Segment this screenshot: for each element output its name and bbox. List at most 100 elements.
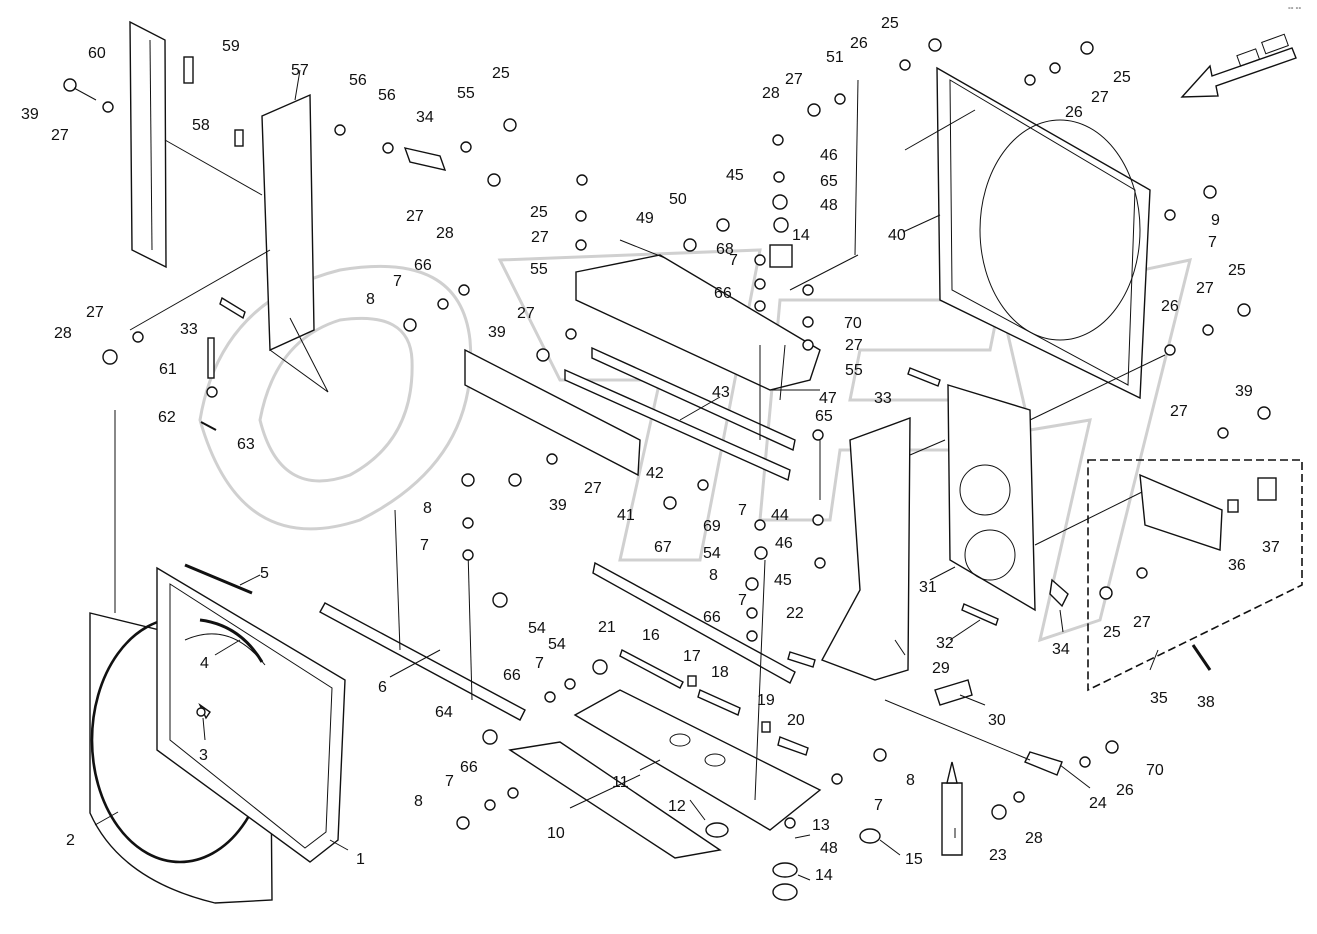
callout-c24: 24 [1089, 795, 1107, 812]
callout-c28d: 28 [1025, 830, 1043, 847]
callout-c3: 3 [199, 747, 208, 764]
callout-c25b: 25 [1113, 69, 1131, 86]
part-40-fan-shroud [936, 66, 1151, 400]
callout-c37: 37 [1262, 539, 1280, 556]
callout-c70a: 70 [844, 315, 862, 332]
callout-c65b: 65 [815, 408, 833, 425]
callout-c66c: 66 [503, 667, 521, 684]
callout-c8e: 8 [906, 772, 915, 789]
part-33-strip-right [907, 367, 941, 387]
callout-c27f: 27 [86, 304, 104, 321]
part-30-bracket [934, 679, 973, 706]
callout-c27c: 27 [406, 208, 424, 225]
callout-c57: 57 [291, 62, 309, 79]
fastener-group [63, 38, 1271, 901]
callout-c27e: 27 [531, 229, 549, 246]
callout-c27h: 27 [845, 337, 863, 354]
callout-c1: 1 [356, 851, 365, 868]
callout-c45b: 45 [774, 572, 792, 589]
part-41-plate [464, 348, 641, 477]
callout-c67: 67 [654, 539, 672, 556]
callout-c50: 50 [669, 191, 687, 208]
part-11-tray [573, 689, 822, 831]
callout-c27a: 27 [51, 127, 69, 144]
part-22-strip [787, 651, 816, 668]
part-58-clip [234, 129, 244, 147]
callout-c10: 10 [547, 825, 565, 842]
part-57-side-panel [261, 93, 329, 393]
callout-c56b: 56 [378, 87, 396, 104]
callout-c26d: 26 [1116, 782, 1134, 799]
callout-c66e: 66 [460, 759, 478, 776]
part-34-bracket-top [403, 147, 447, 171]
corner-mark: °° °° [1288, 6, 1301, 14]
part-23-sealant-cartridge [941, 761, 963, 856]
callout-c29: 29 [932, 660, 950, 677]
callout-c27b: 27 [785, 71, 803, 88]
callout-c12: 12 [668, 798, 686, 815]
callout-c6: 6 [378, 679, 387, 696]
callout-c63: 63 [237, 436, 255, 453]
callout-c47: 47 [819, 390, 837, 407]
callout-c44: 44 [771, 507, 789, 524]
part-20-strip [777, 736, 809, 756]
callout-c8a: 8 [366, 291, 375, 308]
callout-c23: 23 [989, 847, 1007, 864]
callout-c26b: 26 [1065, 104, 1083, 121]
part-6-crossmember [319, 509, 526, 721]
callout-c49: 49 [636, 210, 654, 227]
callouts: 1234567777777778888891011121314141516171… [21, 15, 1280, 884]
callout-c13: 13 [812, 817, 830, 834]
callout-c19: 19 [757, 692, 775, 709]
part-24-bracket [1024, 751, 1063, 776]
callout-c31: 31 [919, 579, 937, 596]
callout-c48b: 48 [820, 840, 838, 857]
callout-c61: 61 [159, 361, 177, 378]
callout-c28c: 28 [54, 325, 72, 342]
callout-c28a: 28 [762, 85, 780, 102]
part-17-block [687, 675, 697, 687]
callout-c33a: 33 [180, 321, 198, 338]
callout-c54a: 54 [703, 545, 721, 562]
callout-c59: 59 [222, 38, 240, 55]
callout-c70b: 70 [1146, 762, 1164, 779]
callout-c2: 2 [66, 832, 75, 849]
callout-c25d: 25 [530, 204, 548, 221]
part-32-strip [961, 603, 999, 626]
callout-c43: 43 [712, 384, 730, 401]
callout-c25e: 25 [1228, 262, 1246, 279]
callout-c14b: 14 [815, 867, 833, 884]
callout-c36: 36 [1228, 557, 1246, 574]
callout-c42: 42 [646, 465, 664, 482]
callout-c32: 32 [936, 635, 954, 652]
callout-c54b: 54 [528, 620, 546, 637]
callout-c55c: 55 [457, 85, 475, 102]
part-59-pin [183, 56, 194, 84]
callout-c8c: 8 [709, 567, 718, 584]
callout-c48a: 48 [820, 197, 838, 214]
part-43-rail [591, 346, 796, 452]
leader-lines [94, 69, 1166, 881]
callout-c11: 11 [612, 774, 629, 791]
callout-c14a: 14 [792, 227, 810, 244]
callout-c55b: 55 [845, 362, 863, 379]
callout-c56a: 56 [349, 72, 367, 89]
callout-c60: 60 [88, 45, 106, 62]
callout-c26a: 26 [850, 35, 868, 52]
callout-c7c: 7 [729, 252, 738, 269]
callout-c58: 58 [192, 117, 210, 134]
callout-c7g: 7 [445, 773, 454, 790]
callout-c39b: 39 [488, 324, 506, 341]
part-10-strip [508, 741, 722, 859]
part-5-seal [184, 563, 253, 595]
callout-c64: 64 [435, 704, 453, 721]
part-19-block [761, 721, 771, 733]
part-16-strip [619, 648, 684, 689]
callout-c62: 62 [158, 409, 176, 426]
callout-c27d: 27 [1091, 89, 1109, 106]
callout-c5: 5 [260, 565, 269, 582]
callout-c27i: 27 [584, 480, 602, 497]
part-29-right-panel [821, 416, 911, 681]
callout-c33b: 33 [874, 390, 892, 407]
callout-c4: 4 [200, 655, 209, 672]
